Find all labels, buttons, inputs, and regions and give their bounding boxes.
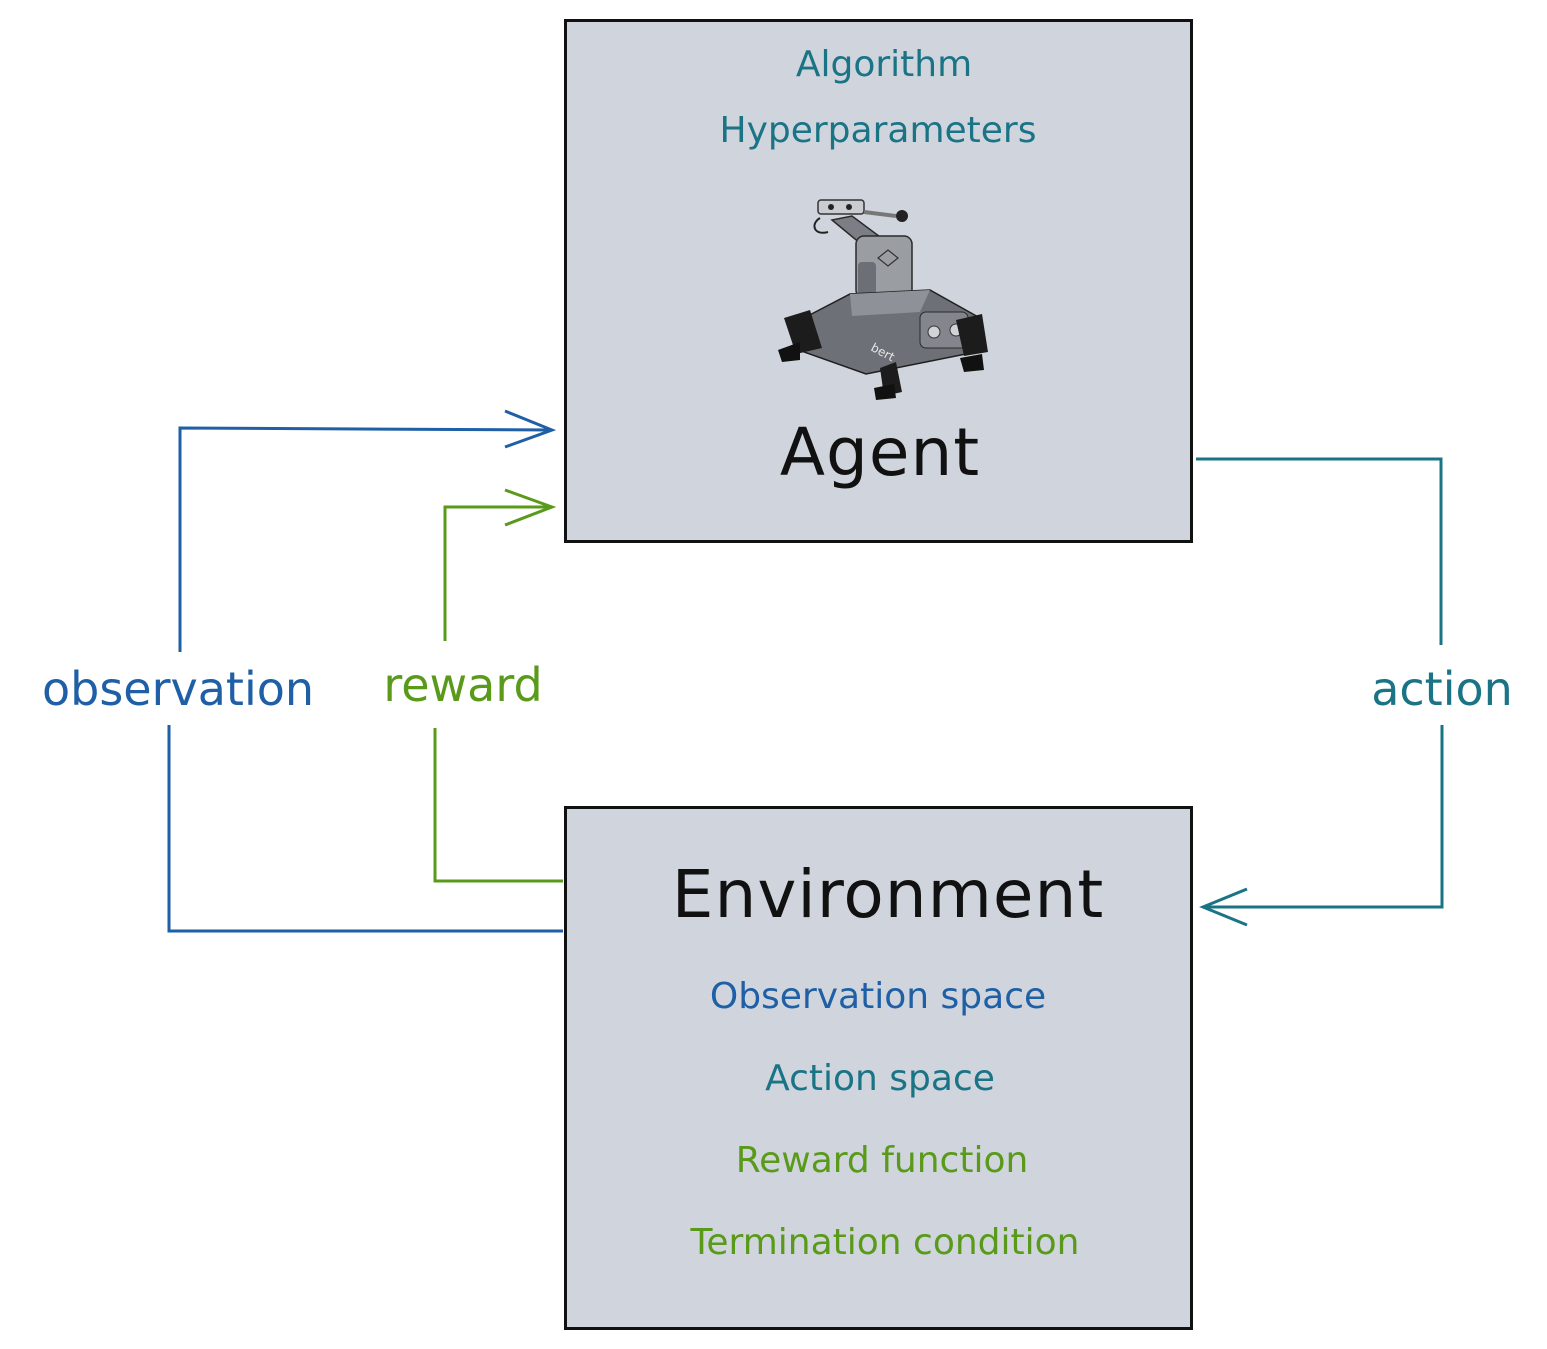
agent-item-algorithm: Algorithm: [795, 44, 973, 85]
reward-connector: [433, 728, 563, 883]
agent-item-hyperparameters: Hyperparameters: [719, 110, 1037, 151]
observation-arrow: [178, 426, 553, 652]
action-arrowhead: [1199, 887, 1248, 927]
environment-item-reward-function: Reward function: [735, 1140, 1029, 1181]
observation-connector: [167, 725, 563, 933]
action-arrow: [1203, 725, 1444, 909]
agent-box: [564, 19, 1193, 543]
observation-label: observation: [41, 662, 315, 716]
environment-item-observation-space: Observation space: [709, 976, 1047, 1017]
environment-item-action-space: Action space: [765, 1058, 995, 1099]
reward-arrowhead: [504, 488, 557, 527]
robot-image: bert: [778, 199, 988, 400]
action-connector: [1196, 457, 1443, 645]
environment-title: Environment: [671, 856, 1105, 933]
observation-arrowhead: [504, 409, 557, 449]
environment-item-termination-condition: Termination condition: [690, 1222, 1080, 1263]
agent-title: Agent: [779, 414, 981, 491]
action-label: action: [1371, 662, 1513, 716]
reward-label: reward: [383, 658, 543, 712]
environment-box: [564, 806, 1193, 1330]
reward-arrow: [443, 505, 552, 641]
